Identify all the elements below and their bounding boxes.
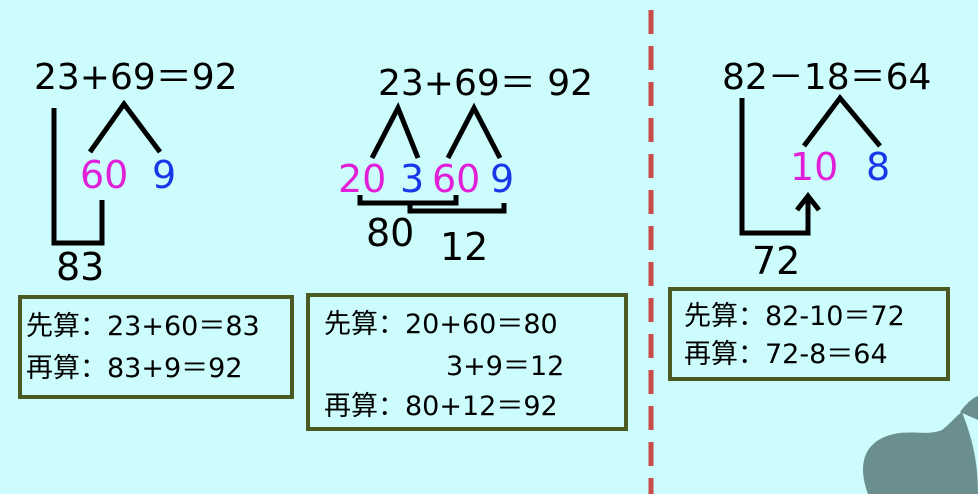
- middle-steps-box: 先算：20+60＝80 3+9＝12 再算：80+12＝92: [306, 293, 628, 431]
- middle-split-b-first: 60: [432, 157, 481, 201]
- right-step-1-expr: 82-10＝72: [765, 301, 905, 332]
- middle-split-b-second: 9: [490, 157, 515, 201]
- middle-step-1-label: 先算：: [324, 309, 405, 340]
- left-step-2: 再算：83+9＝92: [26, 355, 243, 382]
- right-step-2-label: 再算：: [684, 339, 765, 370]
- middle-equation: 23+69＝ 92: [378, 63, 594, 104]
- middle-partial-b: 12: [440, 225, 489, 269]
- left-step-2-expr: 83+9＝92: [107, 353, 243, 384]
- right-step-2-expr: 72-8＝64: [765, 339, 888, 370]
- left-equation: 23+69＝92: [34, 57, 238, 98]
- right-split-first: 10: [790, 145, 839, 189]
- right-partial-diff: 72: [752, 239, 801, 283]
- right-equation: 82－18＝64: [722, 57, 932, 98]
- left-step-1-expr: 23+60＝83: [107, 311, 260, 342]
- right-step-2: 再算：72-8＝64: [684, 341, 888, 368]
- right-sub-bracket: [739, 98, 811, 236]
- left-split-branch: [87, 99, 162, 154]
- left-split-second: 9: [152, 153, 177, 197]
- middle-step-2-expr: 3+9＝12: [446, 351, 565, 382]
- middle-step-3-label: 再算：: [324, 391, 405, 422]
- right-split-second: 8: [866, 145, 891, 189]
- right-split-branch: [802, 93, 882, 148]
- middle-step-1-expr: 20+60＝80: [405, 309, 558, 340]
- middle-step-3-expr: 80+12＝92: [405, 391, 558, 422]
- middle-split-branch-b: [445, 102, 503, 160]
- middle-step-1: 先算：20+60＝80: [324, 311, 558, 338]
- right-step-1-label: 先算：: [684, 301, 765, 332]
- middle-step-2: 3+9＝12: [446, 353, 564, 380]
- left-step-1-label: 先算：: [26, 311, 107, 342]
- left-steps-box: 先算：23+60＝83 再算：83+9＝92: [18, 295, 294, 399]
- right-arrow-head: [795, 191, 821, 212]
- left-step-1: 先算：23+60＝83: [26, 313, 260, 340]
- right-steps-box: 先算：82-10＝72 再算：72-8＝64: [668, 287, 950, 381]
- left-step-2-label: 再算：: [26, 353, 107, 384]
- right-step-1: 先算：82-10＝72: [684, 303, 905, 330]
- middle-bracket-b: [407, 203, 507, 214]
- middle-split-a-second: 3: [400, 157, 425, 201]
- leaf-icon: [863, 396, 978, 494]
- left-partial-sum: 83: [56, 245, 105, 289]
- middle-partial-a: 80: [366, 211, 415, 255]
- middle-split-a-first: 20: [338, 157, 387, 201]
- left-split-first: 60: [80, 153, 129, 197]
- middle-step-3: 再算：80+12＝92: [324, 393, 558, 420]
- left-sum-bracket: [51, 108, 105, 246]
- middle-split-branch-a: [369, 102, 421, 160]
